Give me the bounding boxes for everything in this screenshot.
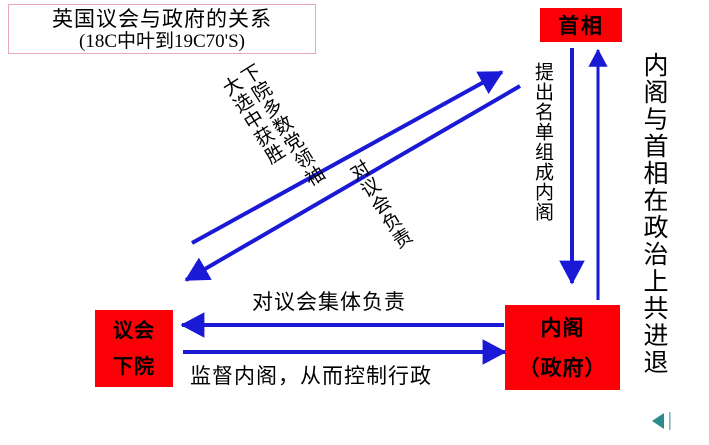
node-parliament-label-line1: 议会 xyxy=(113,319,155,342)
node-cabinet-label-line2: （政府） xyxy=(518,355,607,380)
page-title: 英国议会与政府的关系 xyxy=(52,7,272,31)
node-cabinet-label-line1: 内阁 xyxy=(540,315,585,340)
label-supervise-cabinet-control-administration: 监督内阁，从而控制行政 xyxy=(190,364,432,388)
node-prime-minister-label: 首相 xyxy=(558,14,604,38)
label-majority-party-leader-group: 大选中获胜 下院多数党领袖 xyxy=(215,61,328,204)
page-subtitle: (18C中叶到19C70'S) xyxy=(79,31,245,52)
node-cabinet[interactable]: 内阁 （政府） xyxy=(505,305,620,390)
node-parliament-label-line2: 下院 xyxy=(113,355,155,378)
label-responsible-to-parliament-group: 对议会负责 xyxy=(344,157,415,254)
label-propose-list-form-cabinet: 提出名单组成内阁 xyxy=(532,62,553,222)
label-collective-responsibility: 对议会集体负责 xyxy=(252,290,406,314)
back-nav-button[interactable] xyxy=(648,410,674,432)
label-responsible-to-parliament: 对议会负责 xyxy=(344,157,415,254)
node-prime-minister[interactable]: 首相 xyxy=(540,8,622,42)
node-parliament[interactable]: 议会 下院 xyxy=(95,310,173,387)
diagram-title-box: 英国议会与政府的关系 (18C中叶到19C70'S) xyxy=(8,4,316,54)
triangle-left-icon xyxy=(652,412,671,430)
label-cabinet-pm-political-unity: 内阁与首相在政治上共进退 xyxy=(640,52,667,376)
